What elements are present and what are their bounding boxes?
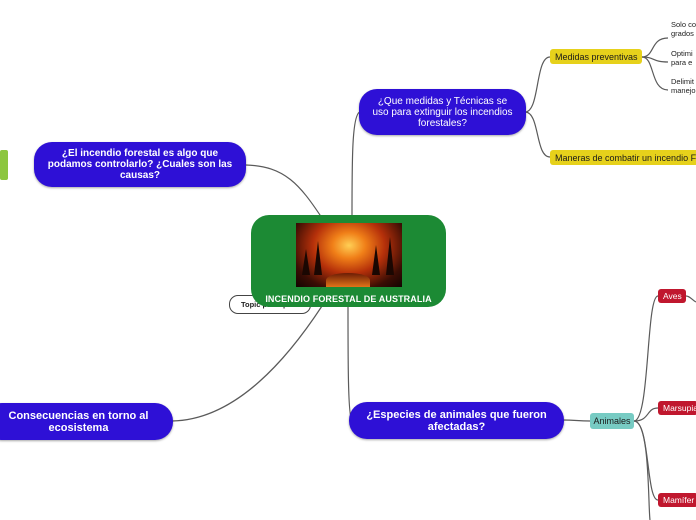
- category-mamiferos[interactable]: Mamífer: [658, 493, 696, 507]
- central-title: INCENDIO FORESTAL DE AUSTRALIA: [265, 294, 432, 304]
- branch-consecuencias-label: Consecuencias en torno al ecosistema: [8, 409, 149, 434]
- leaf-item-line1: Solo co: [671, 20, 696, 29]
- link-animales-more: [633, 420, 651, 520]
- offscreen-node-stub[interactable]: [0, 150, 8, 180]
- category-marsupiales-label: Marsupia: [663, 403, 696, 413]
- category-aves[interactable]: Aves: [658, 289, 686, 303]
- link-medidas: [351, 111, 361, 217]
- central-topic[interactable]: INCENDIO FORESTAL DE AUSTRALIA: [251, 215, 446, 307]
- link-consecuencias: [171, 305, 323, 422]
- leaf-item[interactable]: Delimit manejo: [671, 77, 696, 95]
- subtopic-maneras-label: Maneras de combatir un incendio F: [555, 152, 696, 163]
- branch-medidas[interactable]: ¿Que medidas y Técnicas se uso para exti…: [359, 89, 526, 135]
- branch-medidas-label: ¿Que medidas y Técnicas se uso para exti…: [372, 95, 513, 129]
- link-aves: [633, 295, 659, 422]
- link-aves-out: [685, 295, 696, 303]
- category-aves-label: Aves: [663, 291, 682, 301]
- subtopic-maneras[interactable]: Maneras de combatir un incendio F: [550, 150, 696, 165]
- category-marsupiales[interactable]: Marsupia: [658, 401, 696, 415]
- subtopic-animales-label: Animales: [593, 416, 631, 426]
- link-leaf-1: [641, 37, 669, 58]
- link-mamiferos: [633, 420, 659, 501]
- leaf-item-line2: para e: [671, 58, 693, 67]
- link-medidas-preventivas: [524, 56, 551, 113]
- leaf-item-line2: grados: [671, 29, 694, 38]
- subtopic-animales[interactable]: Animales: [590, 413, 634, 429]
- branch-especies-label: ¿Especies de animales que fueron afectad…: [366, 408, 547, 433]
- branch-control[interactable]: ¿El incendio forestal es algo que podamo…: [34, 142, 246, 187]
- leaf-item[interactable]: Optimi para e: [671, 49, 693, 67]
- category-mamiferos-label: Mamífer: [663, 495, 695, 505]
- subtopic-medidas-preventivas[interactable]: Medidas preventivas: [550, 49, 642, 64]
- link-animales: [562, 419, 591, 422]
- leaf-item-line2: manejo: [671, 86, 696, 95]
- branch-consecuencias[interactable]: Consecuencias en torno al ecosistema: [0, 403, 173, 440]
- subtopic-medidas-preventivas-label: Medidas preventivas: [555, 51, 638, 62]
- link-maneras: [524, 111, 551, 158]
- leaf-item-line1: Delimit: [671, 77, 694, 86]
- link-control: [245, 164, 323, 219]
- leaf-item[interactable]: Solo co grados: [671, 20, 696, 38]
- link-especies: [347, 305, 353, 421]
- link-marsupiales: [633, 407, 659, 422]
- branch-especies[interactable]: ¿Especies de animales que fueron afectad…: [349, 402, 564, 439]
- forest-fire-photo-icon: [295, 223, 402, 287]
- leaf-item-line1: Optimi: [671, 49, 693, 58]
- link-leaf-3: [641, 56, 669, 91]
- branch-control-label: ¿El incendio forestal es algo que podamo…: [47, 148, 233, 181]
